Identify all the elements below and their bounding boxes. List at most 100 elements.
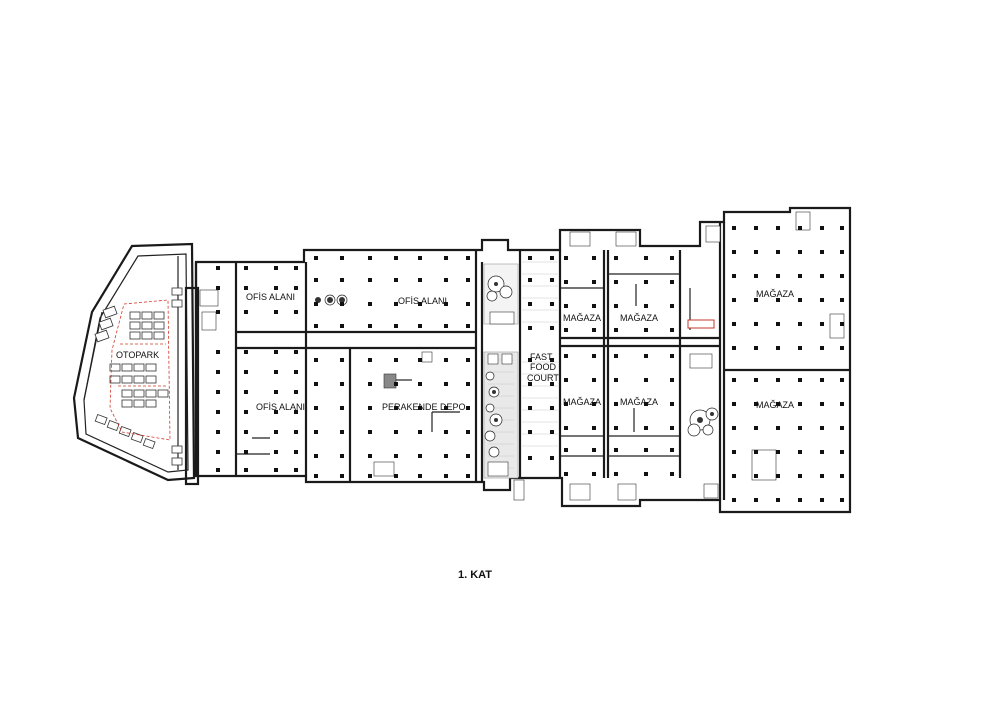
stair-cores [199, 211, 845, 501]
column [614, 448, 618, 452]
column [216, 410, 220, 414]
column [732, 474, 736, 478]
column [394, 474, 398, 478]
column [798, 498, 802, 502]
parking-wing [72, 242, 196, 482]
column [528, 278, 532, 282]
column [732, 378, 736, 382]
column [820, 450, 824, 454]
column [564, 328, 568, 332]
column [340, 382, 344, 386]
column [670, 378, 674, 382]
column [394, 430, 398, 434]
column [418, 430, 422, 434]
column [798, 378, 802, 382]
column [732, 226, 736, 230]
column [564, 304, 568, 308]
column [614, 256, 618, 260]
label-magaza-3: MAĞAZA [756, 289, 794, 299]
column [216, 370, 220, 374]
column [550, 256, 554, 260]
label-court: COURT [527, 373, 559, 383]
structural-columns [216, 226, 844, 502]
column [550, 302, 554, 306]
building-outline [184, 206, 852, 514]
column [798, 274, 802, 278]
column [592, 354, 596, 358]
column [528, 326, 532, 330]
column [614, 304, 618, 308]
column [592, 448, 596, 452]
column [550, 382, 554, 386]
column [670, 256, 674, 260]
column [244, 430, 248, 434]
column [820, 426, 824, 430]
column [216, 310, 220, 314]
column [244, 410, 248, 414]
column [798, 226, 802, 230]
column [644, 448, 648, 452]
column [340, 278, 344, 282]
column [340, 454, 344, 458]
column [314, 302, 318, 306]
column [776, 474, 780, 478]
column [418, 454, 422, 458]
column [776, 426, 780, 430]
column [614, 328, 618, 332]
column [294, 266, 298, 270]
column [418, 358, 422, 362]
column [644, 354, 648, 358]
column [444, 358, 448, 362]
column [550, 406, 554, 410]
column [466, 324, 470, 328]
column [644, 304, 648, 308]
column [444, 430, 448, 434]
column [840, 426, 844, 430]
column [314, 358, 318, 362]
column [244, 266, 248, 270]
column [644, 402, 648, 406]
column [670, 402, 674, 406]
column [314, 256, 318, 260]
column [466, 406, 470, 410]
column [564, 402, 568, 406]
column [216, 430, 220, 434]
column [340, 406, 344, 410]
column [564, 426, 568, 430]
column [394, 302, 398, 306]
column [444, 256, 448, 260]
column [340, 302, 344, 306]
column [644, 426, 648, 430]
column [754, 474, 758, 478]
column [394, 324, 398, 328]
column [754, 378, 758, 382]
column [216, 468, 220, 472]
column [528, 256, 532, 260]
column [550, 358, 554, 362]
column [418, 278, 422, 282]
column [244, 370, 248, 374]
label-otopark: OTOPARK [116, 350, 159, 360]
column [644, 280, 648, 284]
column [732, 322, 736, 326]
column [466, 278, 470, 282]
column [820, 498, 824, 502]
column [670, 448, 674, 452]
column [394, 256, 398, 260]
column [592, 304, 596, 308]
column [314, 278, 318, 282]
column [244, 286, 248, 290]
label-food: FOOD [530, 362, 556, 372]
column [754, 346, 758, 350]
label-ofis-alani-south: OFİS ALANI [256, 402, 305, 412]
column [670, 472, 674, 476]
column [368, 302, 372, 306]
column [614, 426, 618, 430]
column [592, 256, 596, 260]
column [418, 406, 422, 410]
column [840, 378, 844, 382]
column [340, 430, 344, 434]
drawing-title: 1. KAT [458, 569, 492, 581]
column [444, 324, 448, 328]
column [820, 402, 824, 406]
